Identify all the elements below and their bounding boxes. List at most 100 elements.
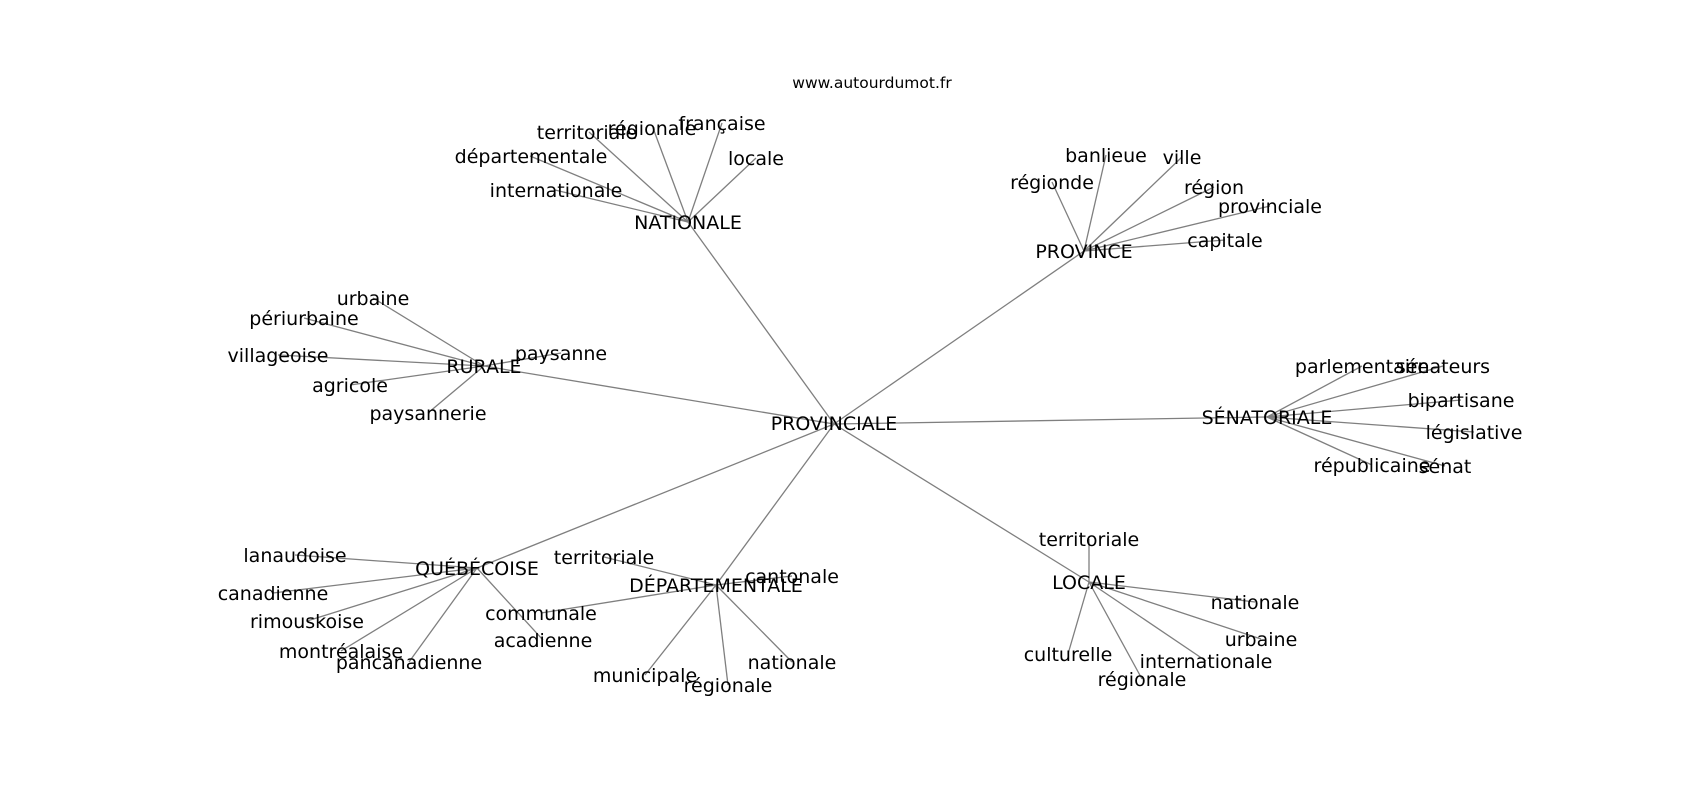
leaf-node-departementale[interactable]: municipale bbox=[593, 665, 697, 687]
leaf-node-nationale[interactable]: locale bbox=[728, 148, 784, 170]
edge-root-senatoriale bbox=[833, 416, 1268, 425]
cluster-node-province[interactable]: PROVINCE bbox=[1035, 241, 1132, 263]
edge-nationale-leaf bbox=[588, 131, 689, 223]
edge-locale-leaf bbox=[1088, 581, 1207, 662]
edge-quebecoise-leaf bbox=[408, 567, 478, 663]
edge-departementale-leaf bbox=[603, 556, 717, 586]
leaf-node-senatoriale[interactable]: républicaine bbox=[1314, 455, 1431, 477]
edge-quebecoise-leaf bbox=[272, 567, 478, 594]
source-watermark: www.autourdumot.fr bbox=[792, 74, 952, 92]
leaf-node-nationale[interactable]: régionale bbox=[608, 118, 697, 140]
edge-rurale-leaf bbox=[303, 317, 485, 367]
leaf-node-rurale[interactable]: paysannerie bbox=[369, 403, 486, 425]
edge-province-leaf bbox=[1083, 239, 1226, 252]
leaf-node-quebecoise[interactable]: canadienne bbox=[218, 583, 329, 605]
edge-nationale-leaf bbox=[687, 122, 723, 223]
leaf-node-rurale[interactable]: agricole bbox=[312, 375, 388, 397]
leaf-node-senatoriale[interactable]: parlementaire bbox=[1295, 356, 1429, 378]
leaf-node-locale[interactable]: régionale bbox=[1098, 669, 1187, 691]
edge-locale-leaf bbox=[1088, 581, 1262, 640]
leaf-node-quebecoise[interactable]: rimouskoise bbox=[250, 611, 364, 633]
edge-province-leaf bbox=[1083, 186, 1215, 252]
edge-rurale-leaf bbox=[427, 365, 485, 414]
edge-nationale-leaf bbox=[687, 157, 757, 223]
leaf-node-departementale[interactable]: nationale bbox=[748, 652, 837, 674]
edge-departementale-leaf bbox=[715, 584, 793, 663]
leaf-node-departementale[interactable]: régionale bbox=[684, 675, 773, 697]
leaf-node-nationale[interactable]: française bbox=[678, 113, 765, 135]
leaf-node-quebecoise[interactable]: lanaudoise bbox=[243, 545, 346, 567]
edge-departementale-leaf bbox=[715, 575, 793, 586]
edge-senatoriale-leaf bbox=[1266, 416, 1446, 467]
edge-senatoriale-leaf bbox=[1266, 399, 1462, 418]
root-node[interactable]: PROVINCIALE bbox=[771, 413, 898, 435]
edge-quebecoise-leaf bbox=[340, 567, 478, 652]
edge-quebecoise-leaf bbox=[476, 567, 544, 641]
edge-rurale-leaf bbox=[372, 297, 485, 367]
leaf-node-rurale[interactable]: périurbaine bbox=[249, 308, 358, 330]
leaf-node-nationale[interactable]: départementale bbox=[455, 146, 608, 168]
leaf-node-senatoriale[interactable]: bipartisane bbox=[1408, 390, 1515, 412]
edge-senatoriale-leaf bbox=[1266, 416, 1373, 466]
leaf-node-senatoriale[interactable]: législative bbox=[1426, 422, 1523, 444]
cluster-node-senatoriale[interactable]: SÉNATORIALE bbox=[1202, 406, 1333, 429]
edge-rurale-leaf bbox=[277, 354, 485, 367]
leaf-node-province[interactable]: région bbox=[1184, 177, 1244, 199]
leaf-node-rurale[interactable]: paysanne bbox=[515, 343, 607, 365]
leaf-node-departementale[interactable]: communale bbox=[485, 603, 597, 625]
edge-root-nationale bbox=[687, 221, 835, 425]
leaf-node-quebecoise[interactable]: montréalaise bbox=[279, 641, 403, 663]
cluster-node-quebecoise[interactable]: QUÉBÉCOISE bbox=[415, 557, 539, 580]
edge-locale-leaf bbox=[1088, 581, 1256, 603]
edge-senatoriale-leaf bbox=[1266, 365, 1444, 418]
edge-nationale-leaf bbox=[529, 155, 689, 223]
leaf-node-quebecoise[interactable]: pancanadienne bbox=[336, 652, 482, 674]
edge-province-leaf bbox=[1051, 181, 1085, 252]
cluster-node-locale[interactable]: LOCALE bbox=[1052, 572, 1126, 594]
leaf-node-rurale[interactable]: villageoise bbox=[228, 345, 329, 367]
leaf-node-locale[interactable]: nationale bbox=[1211, 592, 1300, 614]
edge-root-departementale bbox=[715, 423, 835, 586]
edge-departementale-leaf bbox=[715, 584, 729, 686]
cluster-node-departementale[interactable]: DÉPARTEMENTALE bbox=[629, 574, 803, 597]
edge-departementale-leaf bbox=[644, 584, 717, 676]
leaf-node-nationale[interactable]: internationale bbox=[490, 180, 623, 202]
leaf-node-rurale[interactable]: urbaine bbox=[337, 288, 410, 310]
edge-senatoriale-leaf bbox=[1266, 365, 1363, 418]
leaf-node-senatoriale[interactable]: sénateurs bbox=[1396, 356, 1490, 378]
edge-rurale-leaf bbox=[349, 365, 485, 386]
leaf-node-departementale[interactable]: cantonale bbox=[745, 566, 839, 588]
leaf-node-locale[interactable]: internationale bbox=[1140, 651, 1273, 673]
cluster-node-nationale[interactable]: NATIONALE bbox=[634, 212, 742, 234]
leaf-node-province[interactable]: capitale bbox=[1187, 230, 1263, 252]
edge-rurale-leaf bbox=[483, 352, 562, 367]
leaf-node-nationale[interactable]: territoriale bbox=[537, 122, 637, 144]
leaf-node-province[interactable]: régionde bbox=[1010, 172, 1094, 194]
edge-province-leaf bbox=[1083, 156, 1183, 252]
edge-locale-leaf bbox=[1088, 581, 1143, 680]
graph-edges bbox=[272, 122, 1475, 686]
leaf-node-province[interactable]: banlieue bbox=[1065, 145, 1147, 167]
leaf-node-province[interactable]: ville bbox=[1163, 147, 1202, 169]
leaf-node-quebecoise[interactable]: acadienne bbox=[494, 630, 593, 652]
edge-province-leaf bbox=[1083, 205, 1271, 252]
leaf-node-province[interactable]: provinciale bbox=[1218, 196, 1322, 218]
edge-quebecoise-leaf bbox=[294, 554, 478, 569]
leaf-node-senatoriale[interactable]: sénat bbox=[1419, 456, 1472, 478]
edge-root-province bbox=[833, 250, 1085, 425]
edge-senatoriale-leaf bbox=[1266, 416, 1475, 433]
leaf-node-locale[interactable]: culturelle bbox=[1024, 644, 1113, 666]
edge-root-locale bbox=[833, 423, 1090, 583]
leaf-node-departementale[interactable]: territoriale bbox=[554, 547, 654, 569]
edge-nationale-leaf bbox=[652, 127, 689, 223]
edge-nationale-leaf bbox=[554, 189, 689, 223]
edge-departementale-leaf bbox=[540, 584, 717, 614]
leaf-node-locale[interactable]: territoriale bbox=[1039, 529, 1139, 551]
edge-root-rurale bbox=[483, 365, 835, 425]
graph-labels: www.autourdumot.fr PROVINCIALE NATIONALE… bbox=[218, 74, 1523, 697]
edge-province-leaf bbox=[1083, 154, 1107, 252]
cluster-node-rurale[interactable]: RURALE bbox=[446, 356, 521, 378]
leaf-node-locale[interactable]: urbaine bbox=[1225, 629, 1298, 651]
